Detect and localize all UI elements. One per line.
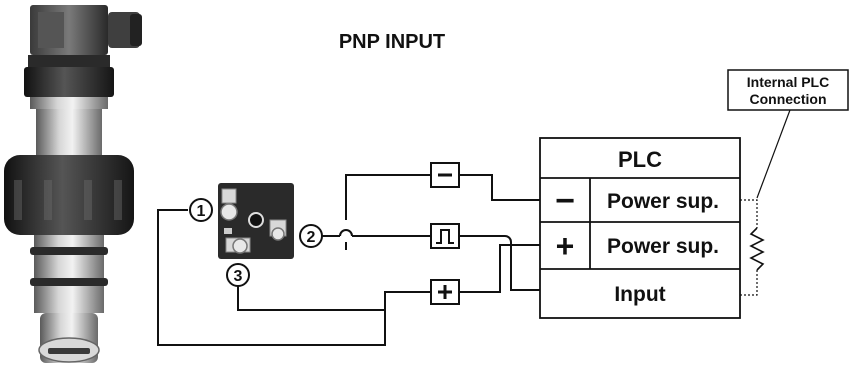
plc-block (539, 137, 741, 319)
pin-2-label: 2 (307, 229, 316, 246)
pin-3-label: 3 (234, 268, 243, 285)
pressure-sensor-image (4, 5, 142, 363)
plc-title: PLC (618, 147, 662, 172)
pin-2-marker (299, 224, 323, 248)
plc-row-1-symbol: − (555, 182, 575, 220)
plc-row-3-label: Input (614, 283, 665, 306)
pin-1-label: 1 (197, 203, 206, 220)
diagram-title: PNP INPUT (339, 31, 445, 53)
minus-symbol-box (430, 162, 460, 188)
plc-row-1-label: Power sup. (607, 190, 719, 213)
internal-plc-label-line2: Connection (750, 91, 827, 107)
sensor-board (218, 183, 294, 259)
pin-3-marker (226, 263, 250, 287)
plc-row-2-label: Power sup. (607, 235, 719, 258)
wiring (157, 174, 540, 346)
pulse-symbol-box (430, 223, 460, 249)
pin-1-marker (189, 198, 213, 222)
label-leader-line (756, 109, 791, 199)
plc-row-2-symbol: + (556, 228, 575, 264)
internal-plc-label-line1: Internal PLC (747, 74, 829, 90)
plus-symbol-box (430, 279, 460, 305)
internal-plc-label-box (727, 69, 849, 111)
internal-resistor (740, 199, 765, 296)
